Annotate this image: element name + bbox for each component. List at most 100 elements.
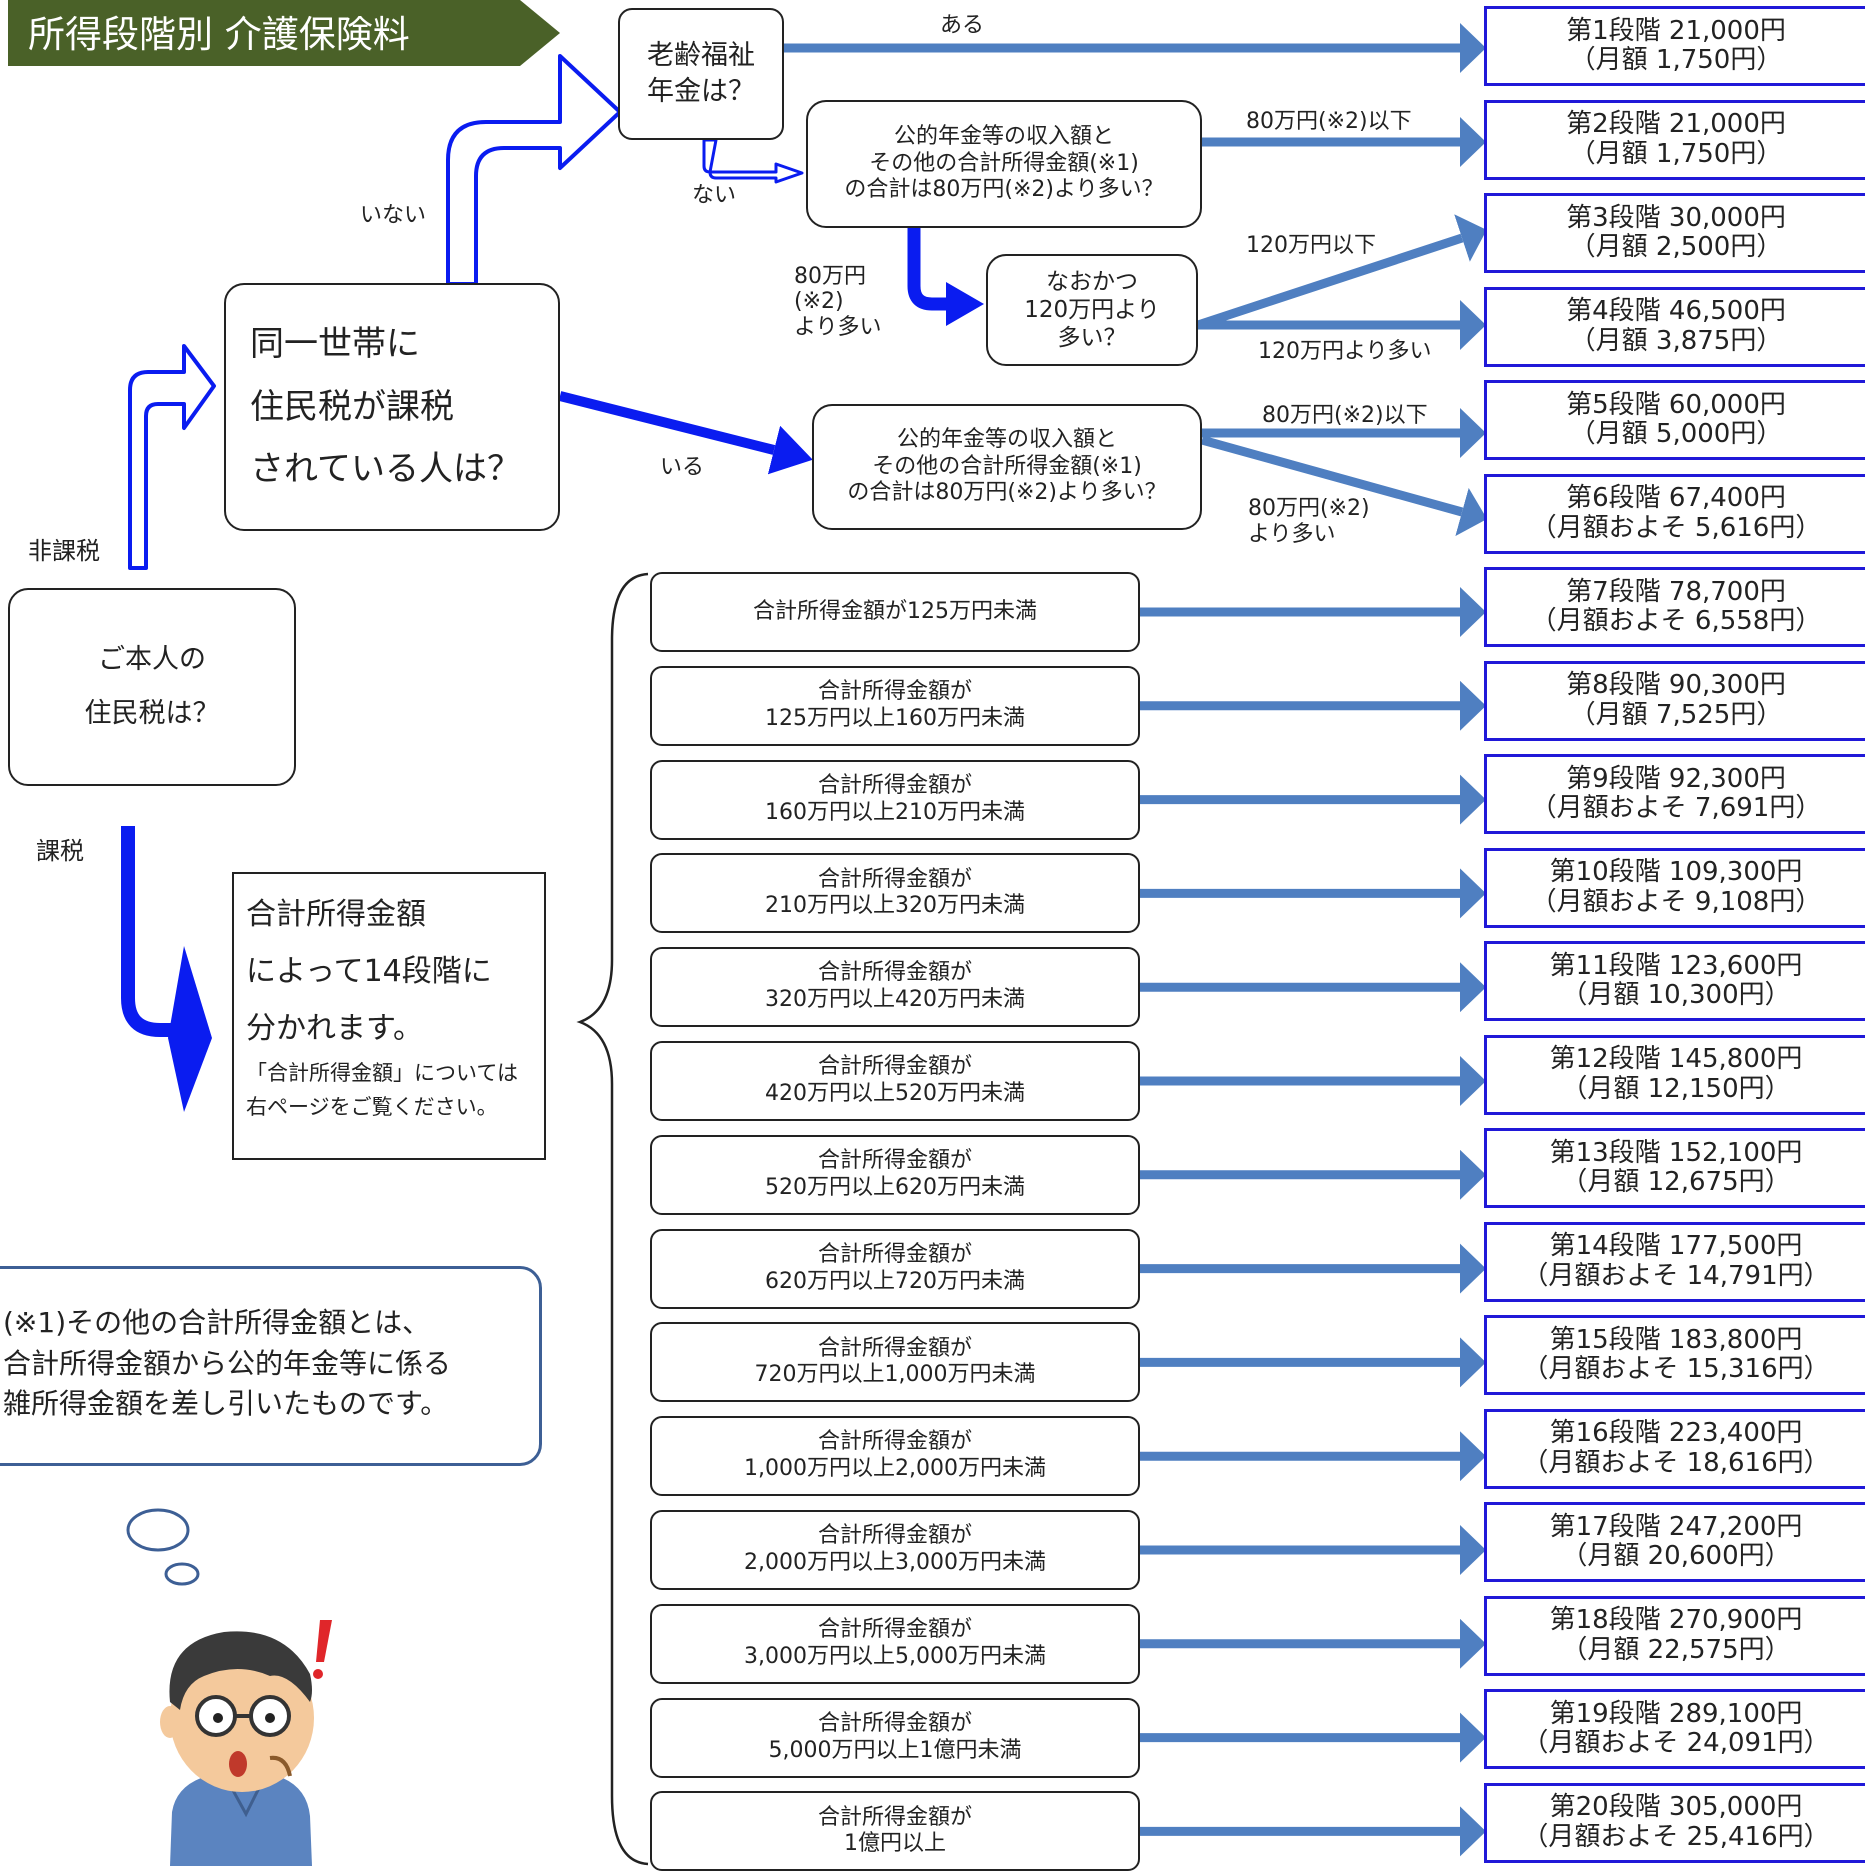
stage-17-result: 第17段階 247,200円（月額 20,600円） [1484,1502,1865,1582]
income-bracket-text: 合計所得金額が [817,960,972,986]
stage-annual-amount: 第14段階 177,500円 [1549,1231,1803,1262]
person-mouth [229,1751,247,1777]
stage-annual-amount: 第16段階 223,400円 [1549,1418,1803,1449]
thought-bubble-small [164,1562,200,1586]
stage-monthly-amount: （月額およそ 25,416円） [1522,1821,1830,1852]
stage-annual-amount: 第9段階 92,300円 [1566,763,1786,794]
label-nai: ない [692,183,737,208]
stage-9-result: 第9段階 92,300円（月額およそ 7,691円） [1484,754,1865,834]
label-over120: 120万円より多い [1258,339,1432,364]
label-hikazei: 非課税 [28,537,100,565]
stage-11-result: 第11段階 123,600円（月額 10,300円） [1484,941,1865,1021]
exclamation-mark-icon [316,1620,332,1662]
income-bracket-text: 520万円以上620万円未満 [765,1174,1025,1200]
income-bracket-text: 合計所得金額が [817,1710,972,1736]
income-bracket-text: 210万円以上320万円未満 [765,893,1025,919]
stage-monthly-amount: （月額およそ 9,108円） [1530,886,1822,917]
label-under120: 120万円以下 [1246,233,1376,258]
stage-5-result: 第5段階 60,000円（月額 5,000円） [1484,380,1865,460]
thought-bubble-large [126,1508,190,1552]
stage-monthly-amount: （月額 10,300円） [1561,980,1791,1010]
stage-monthly-amount: （月額およそ 7,691円） [1530,793,1822,823]
arrow-under120 [1196,214,1487,330]
label-inai: いない [360,203,427,228]
kazei-arrow-head [168,946,212,1112]
page-title: 所得段階別 介護保険料 [28,13,410,56]
thinking-person-illustration [126,1508,332,1866]
kazei-arrow [121,826,191,1037]
label-kazei: 課税 [36,837,84,865]
stage-monthly-amount: （月額 20,600円） [1561,1541,1791,1571]
stage-12-result: 第12段階 145,800円（月額 12,150円） [1484,1034,1865,1115]
income-bracket-text: 160万円以上210万円未満 [765,799,1025,825]
stage-annual-amount: 第15段階 183,800円 [1549,1324,1803,1355]
income-bracket-text: 620万円以上720万円未満 [765,1268,1025,1294]
label-under80-b: 80万円(※2)以下 [1262,403,1428,428]
stage-annual-amount: 第18段階 270,900円 [1549,1605,1803,1636]
income-bracket-text: 合計所得金額が [817,1335,972,1361]
stage-annual-amount: 第10段階 109,300円 [1549,857,1803,888]
stage-annual-amount: 第3段階 30,000円 [1566,202,1786,233]
taxed-info-box: 合計所得金額によって14段階に分かれます。 「合計所得金額」については右ページを… [232,872,546,1160]
person-hair [169,1631,312,1710]
stage-annual-amount: 第13段階 152,100円 [1549,1137,1803,1168]
stage-annual-amount: 第17段階 247,200円 [1549,1511,1803,1542]
nai-arrow [702,138,804,184]
income-bracket-text: 合計所得金額が [817,1054,972,1080]
stage-monthly-amount: （月額 3,875円） [1569,325,1783,356]
stage-monthly-amount: （月額 1,750円） [1569,45,1783,75]
stage-monthly-amount: （月額およそ 6,558円） [1530,606,1822,636]
income-bracket-text: 合計所得金額が [817,1523,972,1549]
income-bracket-text: 合計所得金額が [817,1616,972,1642]
stage-annual-amount: 第1段階 21,000円 [1566,15,1786,46]
stage-1-result: 第1段階 21,000円（月額 1,750円） [1484,6,1865,86]
income-bracket-text: 5,000万円以上1億円未満 [768,1737,1022,1763]
iru-arrow [558,391,813,475]
income-bracket-text: 125万円以上160万円未満 [765,705,1025,731]
stage-annual-amount: 第7段階 78,700円 [1566,576,1786,607]
over80-a-arrow [907,228,950,311]
income-bracket-text: 合計所得金額が [817,1429,972,1455]
stage-19-result: 第19段階 289,100円（月額およそ 24,091円） [1484,1689,1865,1769]
curly-brace [576,572,649,1866]
stage-monthly-amount: （月額 5,000円） [1569,419,1783,449]
label-over80-a: 80万円(※2)より多い [794,264,882,340]
label-over80-b: 80万円(※2)より多い [1248,496,1370,548]
stage-monthly-amount: （月額 12,150円） [1561,1073,1791,1104]
income-bracket-text: 合計所得金額が125万円未満 [753,598,1037,624]
stage-monthly-amount: （月額およそ 24,091円） [1522,1728,1830,1758]
income-bracket-text: 合計所得金額が [817,866,972,892]
title-banner-shape [8,0,560,66]
pension-question: 老齢福祉年金は？ [618,8,784,140]
stage-18-result: 第18段階 270,900円（月額 22,575円） [1484,1595,1865,1676]
label-aru: ある [940,13,985,38]
stage-monthly-amount: （月額およそ 18,616円） [1522,1447,1830,1478]
stage-annual-amount: 第19段階 289,100円 [1549,1698,1803,1729]
income-bracket-text: 720万円以上1,000万円未満 [754,1362,1036,1388]
stage-annual-amount: 第5段階 60,000円 [1566,389,1786,420]
stage-monthly-amount: （月額 22,575円） [1561,1634,1791,1665]
income-bracket-text: 1億円以上 [844,1831,946,1857]
stage-monthly-amount: （月額 1,750円） [1569,138,1783,169]
income-bracket-text: 1,000万円以上2,000万円未満 [744,1456,1046,1482]
stage-6-result: 第6段階 67,400円（月額およそ 5,616円） [1484,473,1865,554]
income-bracket-text: 2,000万円以上3,000万円未満 [744,1550,1046,1575]
stage-monthly-amount: （月額およそ 15,316円） [1522,1354,1830,1384]
hikazei-arrow [128,344,216,570]
income-question-2: 公的年金等の収入額とその他の合計所得金額(※1)の合計は80万円(※2)より多い… [812,404,1202,530]
stage-20-result: 第20段階 305,000円（月額およそ 25,416円） [1484,1782,1865,1863]
person-body [170,1772,312,1866]
stage-annual-amount: 第11段階 123,600円 [1549,950,1803,981]
stage-7-result: 第7段階 78,700円（月額およそ 6,558円） [1484,567,1865,647]
income-bracket-1: 合計所得金額が125万円未満 [650,572,1140,652]
